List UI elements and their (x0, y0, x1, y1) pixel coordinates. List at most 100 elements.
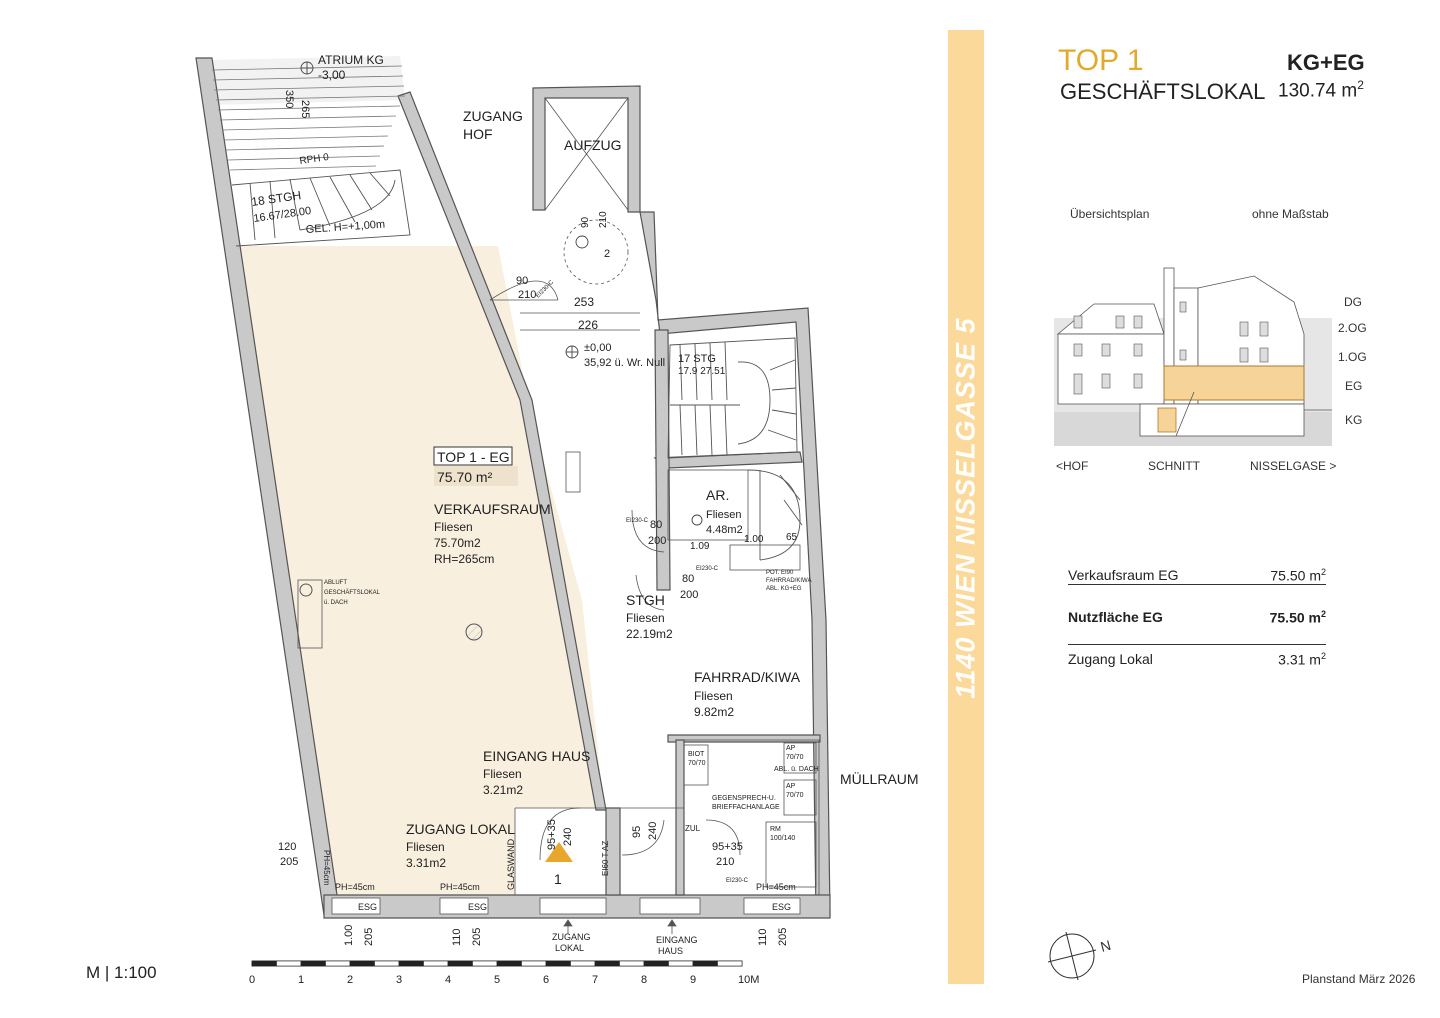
scale-segment (251, 960, 277, 967)
floor-2og: 2.OG (1338, 321, 1367, 335)
dim-265: 265 (299, 100, 311, 118)
scale-tick-label: 8 (641, 974, 647, 986)
atrium-label: ATRIUM KG (318, 53, 384, 67)
dim-205c: 205 (471, 928, 483, 946)
top-area-box (433, 446, 513, 466)
outer-walls (195, 57, 831, 919)
area-row-label: Zugang Lokal (1068, 651, 1153, 667)
street-band (948, 30, 984, 984)
dim-240a: 240 (562, 828, 574, 846)
dim-80a: 80 (650, 519, 662, 531)
room-stgh-name: STGH (626, 592, 665, 608)
unit-total-area-sup: 2 (1357, 78, 1364, 92)
scale-tick-label: 6 (543, 974, 549, 986)
scale-segment (349, 960, 375, 967)
dim-205a: 205 (280, 856, 298, 868)
dim-110b: 110 (757, 928, 769, 946)
room-verkaufsraum-height: RH=265cm (434, 552, 494, 566)
scale-tick-label: 1 (298, 974, 304, 986)
room-eingang-name: EINGANG HAUS (483, 748, 590, 764)
dim-95: 95 (631, 826, 643, 838)
facade-windows (331, 897, 801, 915)
area-row-value: 3.31 m2 (1278, 651, 1326, 668)
ap1-label: AP (786, 745, 796, 752)
gegen-label-2: BRIEFFACHANLAGE (712, 804, 780, 811)
top-box-area: 75.70 m² (437, 469, 493, 485)
floor-dg: DG (1344, 295, 1362, 309)
area-row-sup: 2 (1320, 651, 1326, 661)
floor-kg: KG (1345, 413, 1363, 427)
room-verkaufsraum-floor: Fliesen (434, 520, 473, 534)
scale-tick-label: 9 (690, 974, 696, 986)
scale-segment (472, 960, 498, 967)
zugang-lokal-arrow-label-2: LOKAL (555, 943, 584, 953)
area-row-label: Verkaufsraum EG (1068, 567, 1179, 583)
dim-109: 1.09 (690, 541, 710, 552)
unit-total-area: 130.74 m2 (1278, 78, 1364, 102)
room-zugang-name: ZUGANG LOKAL (406, 821, 515, 837)
scale-tick-label: 4 (445, 974, 451, 986)
rm-label: RM (770, 826, 781, 833)
dim-90a: 90 (580, 216, 591, 228)
scale-segment (717, 960, 743, 967)
esg-label-a: ESG (358, 902, 377, 912)
area-row-sup: 2 (1320, 567, 1326, 577)
dim-200a: 200 (648, 535, 666, 547)
scale-segment (521, 960, 547, 967)
scale-label: M | 1:100 (86, 963, 157, 982)
pot-label-3: ABL. KG+EG (766, 586, 802, 592)
area-row-verkaufsraum: Verkaufsraum EG 75.50 m2 (1068, 567, 1326, 584)
pot-label-1: POT. EI90 (766, 570, 794, 576)
scale-segment (398, 960, 424, 967)
floor-eg: EG (1345, 379, 1363, 393)
rm-dim: 100/140 (770, 835, 795, 842)
scale-tick-label: 10M (738, 974, 759, 986)
stair-upper-left (231, 169, 411, 247)
stgh1-dim: 16.67/28.00 (253, 205, 312, 225)
room-zugang-area: 3.31m2 (406, 856, 446, 870)
column-marker (465, 623, 483, 641)
dim-80b: 80 (682, 573, 694, 585)
dim-100: 1.00 (744, 534, 764, 545)
area-row-value-text: 3.31 m (1278, 651, 1321, 668)
eingang-haus-arrow-label-1: EINGANG (656, 935, 698, 945)
dim-210a: 210 (598, 211, 609, 228)
entrance-number: 1 (554, 871, 562, 887)
level-0: ±0,00 (584, 342, 611, 354)
ph-label-b: PH=45cm (335, 882, 375, 892)
levels-bold: EG (1332, 50, 1365, 75)
area-row-value: 75.50 m2 (1270, 567, 1326, 584)
biot-dim: 70/70 (688, 760, 706, 767)
dim-120: 120 (278, 841, 296, 853)
room-zugang-floor: Fliesen (406, 840, 445, 854)
dim-226: 226 (578, 318, 598, 332)
area-row-value-text: 75.50 m (1270, 567, 1321, 584)
scale-segment (447, 960, 473, 967)
room-ar-floor: Fliesen (706, 509, 741, 521)
interior-lines (297, 97, 820, 896)
room-verkaufsraum-area: 75.70m2 (434, 536, 481, 550)
levels-prefix: KG+ (1287, 50, 1333, 75)
pot-label-2: FAHRRAD/KIWA (766, 578, 811, 584)
scale-segment (692, 960, 718, 967)
dim-90b: 90 (516, 275, 528, 287)
planstand-date: Planstand März 2026 (1302, 972, 1416, 986)
ei230-label-c: EI230-C (696, 566, 719, 572)
ei60-label: EI60 T AZ (601, 841, 610, 876)
dim-9535b: 95+35 (712, 841, 743, 853)
scale-segment (668, 960, 694, 967)
room-stgh-floor: Fliesen (626, 611, 665, 625)
area-row-nutzflaeche: Nutzfläche EG 75.50 m2 (1068, 609, 1326, 626)
overview-right-label: NISSELGASE > (1250, 459, 1337, 473)
entrance-marker (545, 842, 573, 862)
overview-center-label: SCHNITT (1148, 459, 1200, 473)
area-row-sup: 2 (1320, 609, 1326, 619)
scale-segment (325, 960, 351, 967)
street-address: 1140 WIEN NISSELGASSE 5 (950, 317, 981, 699)
atrium-level: -3,00 (318, 68, 346, 82)
scale-segment (594, 960, 620, 967)
ph-label-c: PH=45cm (440, 882, 480, 892)
room-fahrrad-area: 9.82m2 (694, 705, 734, 719)
top-box-label: TOP 1 - EG (437, 449, 510, 465)
